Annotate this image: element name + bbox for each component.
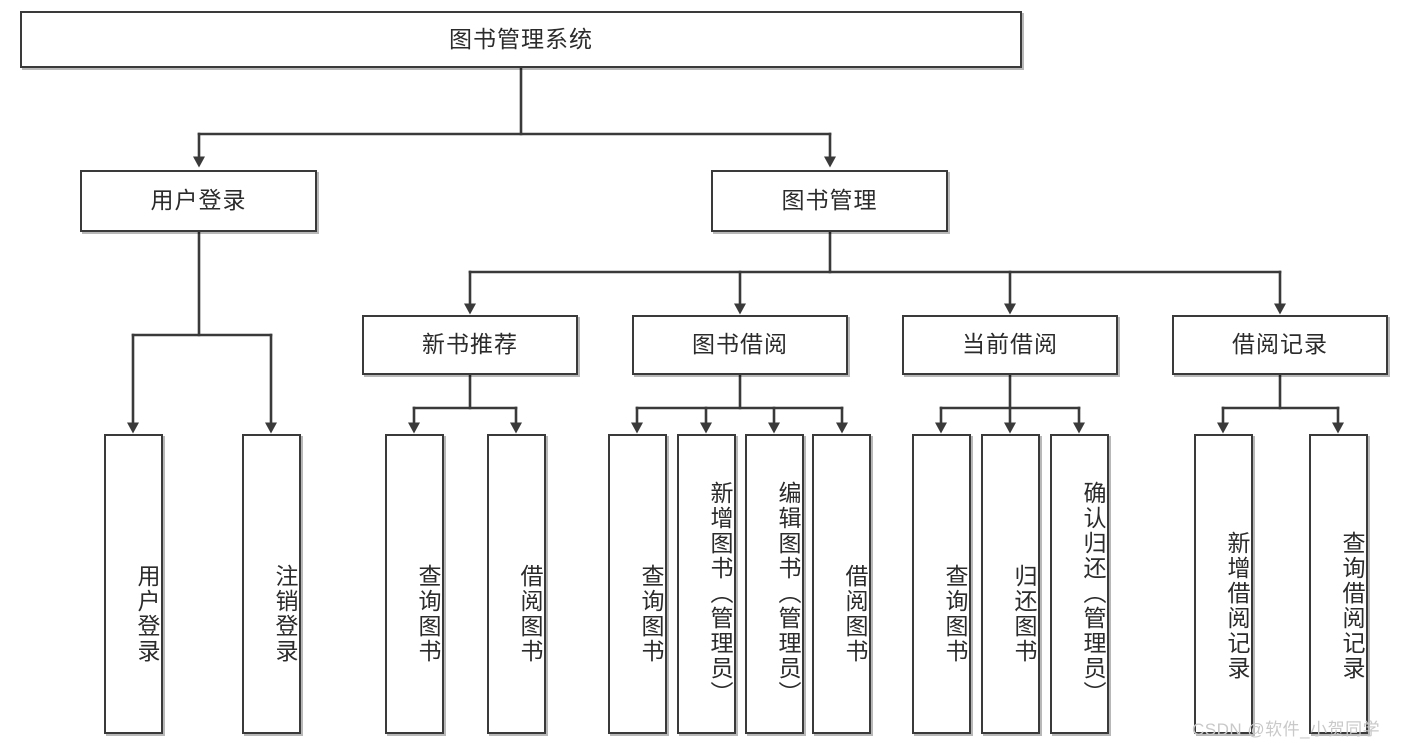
node-current-borrow[interactable]: 当前借阅 (902, 315, 1118, 375)
node-borrow-record[interactable]: 借阅记录 (1172, 315, 1388, 375)
leaf-book-borrow-edit-admin[interactable]: 编辑图书（管理员） (745, 434, 804, 734)
node-user-login[interactable]: 用户登录 (80, 170, 317, 232)
leaf-current-borrow-query[interactable]: 查询图书 (912, 434, 971, 734)
node-root-system[interactable]: 图书管理系统 (20, 11, 1022, 68)
leaf-borrow-record-query[interactable]: 查询借阅记录 (1309, 434, 1368, 734)
node-new-book-recommend[interactable]: 新书推荐 (362, 315, 578, 375)
node-book-borrow[interactable]: 图书借阅 (632, 315, 848, 375)
leaf-new-book-query[interactable]: 查询图书 (385, 434, 444, 734)
leaf-current-borrow-return[interactable]: 归还图书 (981, 434, 1040, 734)
leaf-new-book-borrow[interactable]: 借阅图书 (487, 434, 546, 734)
node-book-management[interactable]: 图书管理 (711, 170, 948, 232)
leaf-book-borrow-add-admin[interactable]: 新增图书（管理员） (677, 434, 736, 734)
leaf-borrow-record-add[interactable]: 新增借阅记录 (1194, 434, 1253, 734)
leaf-book-borrow-borrow[interactable]: 借阅图书 (812, 434, 871, 734)
leaf-book-borrow-query[interactable]: 查询图书 (608, 434, 667, 734)
leaf-user-login-logout[interactable]: 注销登录 (242, 434, 301, 734)
leaf-user-login-login[interactable]: 用户登录 (104, 434, 163, 734)
leaf-current-borrow-confirm-admin[interactable]: 确认归还（管理员） (1050, 434, 1109, 734)
csdn-watermark: CSDN @软件_小贺同学 (1192, 720, 1381, 739)
